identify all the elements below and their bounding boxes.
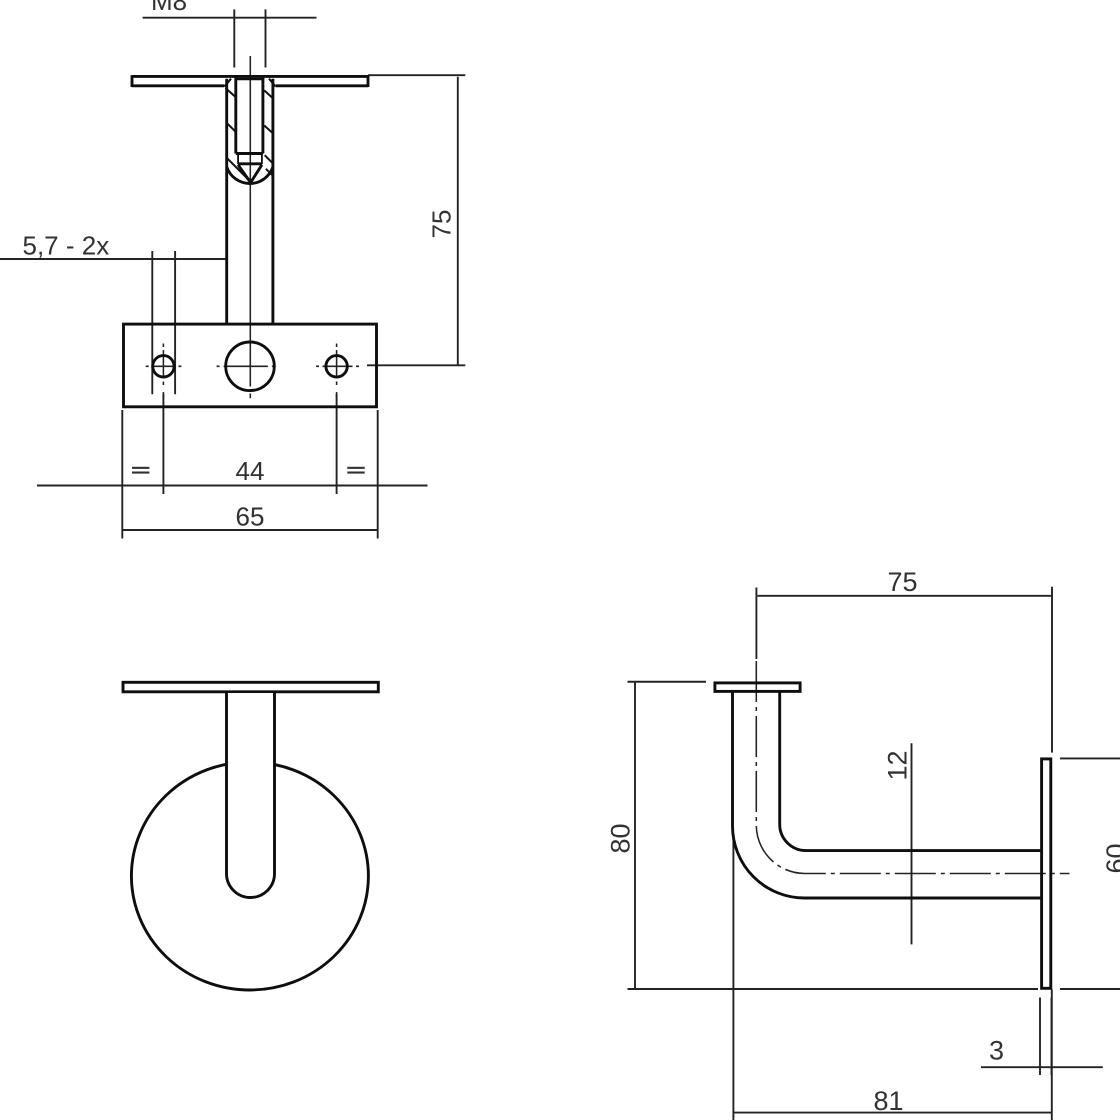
svg-text:44: 44 [236,456,265,486]
svg-text:81: 81 [873,1086,903,1116]
svg-text:M8: M8 [151,0,187,16]
svg-text:60: 60 [1101,843,1120,873]
svg-text:65: 65 [236,502,265,532]
svg-text:80: 80 [606,823,636,853]
svg-text:75: 75 [427,210,457,239]
svg-text:3: 3 [989,1036,1004,1066]
svg-text:75: 75 [887,567,917,597]
svg-text:5,7 - 2x: 5,7 - 2x [23,231,110,261]
svg-text:12: 12 [883,750,913,780]
